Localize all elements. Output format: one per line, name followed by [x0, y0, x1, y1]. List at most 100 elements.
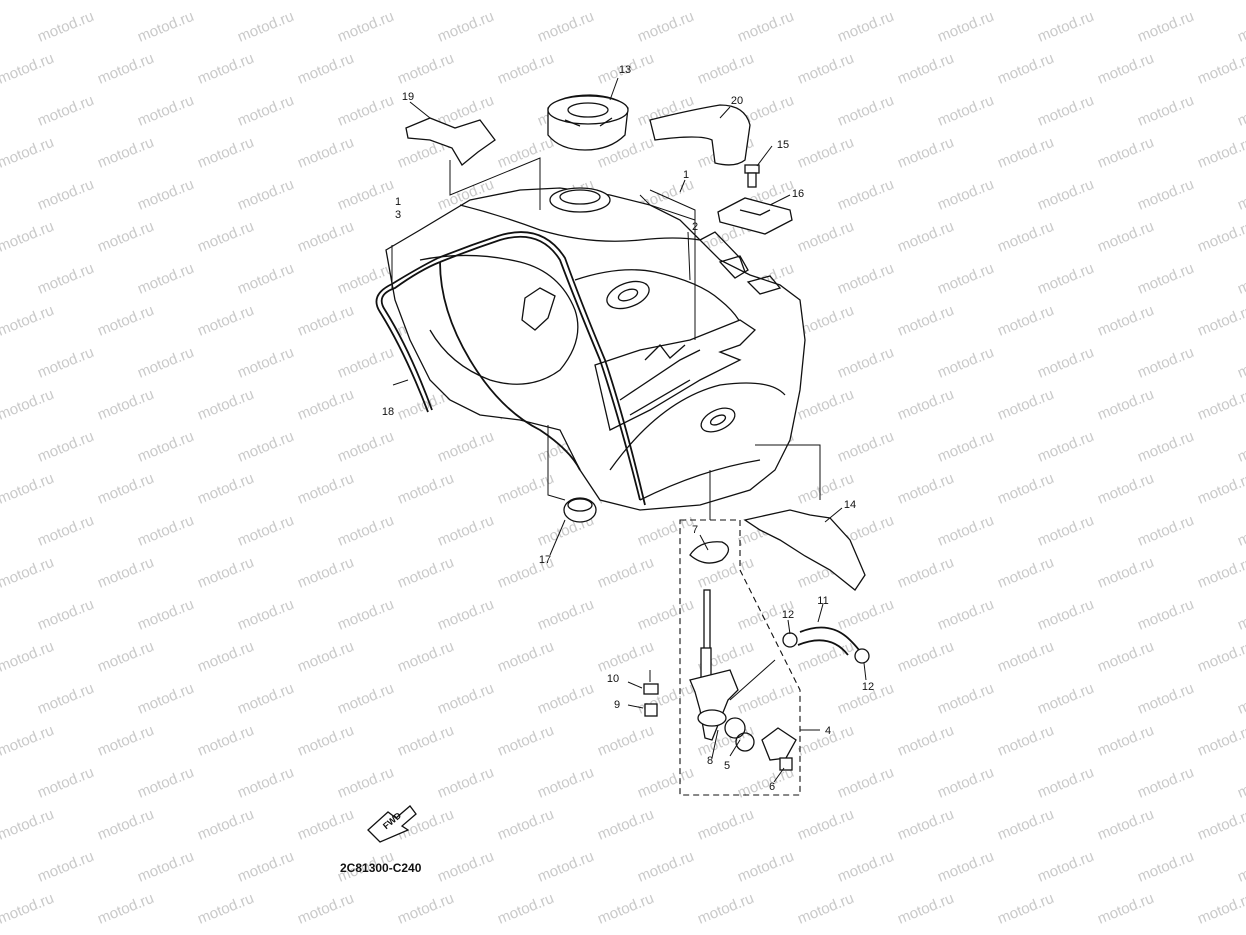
watermark-text: motod.ru	[1135, 344, 1196, 382]
watermark-text: motod.ru	[335, 764, 396, 802]
callout-4: 4	[825, 725, 831, 737]
watermark-text: motod.ru	[735, 8, 796, 46]
watermark-text: motod.ru	[935, 680, 996, 718]
watermark-text: motod.ru	[295, 218, 356, 256]
callout-12-upper: 12	[782, 609, 794, 621]
watermark-text: motod.ru	[635, 848, 696, 886]
watermark-text: motod.ru	[1035, 428, 1096, 466]
watermark-text: motod.ru	[835, 596, 896, 634]
watermark-text: motod.ru	[335, 596, 396, 634]
rubber-damper	[563, 497, 597, 523]
watermark-text: motod.ru	[195, 0, 256, 4]
watermark-text: motod.ru	[395, 50, 456, 88]
watermark-text: motod.ru	[1095, 302, 1156, 340]
watermark-text: motod.ru	[535, 8, 596, 46]
watermark-text: motod.ru	[495, 806, 556, 844]
diagram-code: 2C81300-C240	[340, 861, 422, 875]
watermark-text: motod.ru	[235, 8, 296, 46]
watermark-text: motod.ru	[1135, 680, 1196, 718]
watermark-text: motod.ru	[0, 638, 56, 676]
watermark-text: motod.ru	[95, 134, 156, 172]
watermark-text: motod.ru	[0, 386, 56, 424]
watermark-text: motod.ru	[695, 0, 756, 4]
watermark-text: motod.ru	[295, 0, 356, 4]
callout-labels: 13 19 20 15 16 1 1 3 2 18 17 14 7 11 12 …	[382, 64, 874, 793]
watermark-text: motod.ru	[1035, 8, 1096, 46]
damper-plate	[405, 117, 496, 166]
tank-seal	[375, 231, 646, 506]
watermark-text: motod.ru	[595, 638, 656, 676]
watermark-text: motod.ru	[335, 680, 396, 718]
fuel-cap	[547, 94, 629, 151]
callout-9: 9	[614, 699, 620, 711]
watermark-text: motod.ru	[1195, 218, 1246, 256]
watermark-text: motod.ru	[1035, 92, 1096, 130]
watermark-text: motod.ru	[95, 218, 156, 256]
watermark-text: motod.ru	[895, 134, 956, 172]
callout-18: 18	[382, 406, 394, 418]
callout-5: 5	[724, 760, 730, 772]
watermark-text: motod.ru	[1135, 92, 1196, 130]
callout-1: 1	[683, 169, 689, 181]
watermark-text: motod.ru	[1235, 680, 1246, 718]
leader-lines	[391, 157, 821, 796]
watermark-text: motod.ru	[235, 344, 296, 382]
watermark-text: motod.ru	[235, 176, 296, 214]
watermark-text: motod.ru	[435, 596, 496, 634]
watermark-text: motod.ru	[0, 302, 56, 340]
watermark-text: motod.ru	[835, 428, 896, 466]
watermark-text: motod.ru	[935, 848, 996, 886]
watermark-text: motod.ru	[1135, 260, 1196, 298]
gasket	[689, 541, 730, 564]
watermark-text: motod.ru	[435, 428, 496, 466]
watermark-text: motod.ru	[335, 8, 396, 46]
callout-2: 2	[692, 221, 698, 233]
watermark-text: motod.ru	[95, 386, 156, 424]
watermark-text: motod.ru	[1035, 848, 1096, 886]
watermark-text: motod.ru	[895, 0, 956, 4]
watermark-text: motod.ru	[495, 638, 556, 676]
watermark-text: motod.ru	[135, 344, 196, 382]
watermark-text: motod.ru	[835, 8, 896, 46]
watermark-text: motod.ru	[1095, 218, 1156, 256]
watermark-text: motod.ru	[895, 806, 956, 844]
watermark-text: motod.ru	[1095, 806, 1156, 844]
watermark-text: motod.ru	[195, 722, 256, 760]
watermark-text: motod.ru	[895, 386, 956, 424]
watermark-text: motod.ru	[1195, 302, 1246, 340]
watermark-text: motod.ru	[395, 890, 456, 928]
watermark-text: motod.ru	[195, 218, 256, 256]
watermark-text: motod.ru	[495, 470, 556, 508]
watermark-text: motod.ru	[135, 512, 196, 550]
watermark-text: motod.ru	[95, 302, 156, 340]
watermark-text: motod.ru	[135, 680, 196, 718]
watermark-text: motod.ru	[435, 680, 496, 718]
watermark-text: motod.ru	[1095, 0, 1156, 4]
watermark-text: motod.ru	[1235, 8, 1246, 46]
watermark-text: motod.ru	[1195, 386, 1246, 424]
callout-leaders	[392, 77, 867, 783]
watermark-text: motod.ru	[395, 470, 456, 508]
watermark-text: motod.ru	[195, 806, 256, 844]
watermark-text: motod.ru	[835, 176, 896, 214]
watermark-text: motod.ru	[735, 848, 796, 886]
watermark-text: motod.ru	[635, 764, 696, 802]
watermark-text: motod.ru	[1195, 722, 1246, 760]
watermark-text: motod.ru	[935, 764, 996, 802]
watermark-text: motod.ru	[835, 260, 896, 298]
watermark-text: motod.ru	[635, 512, 696, 550]
watermark-text: motod.ru	[435, 8, 496, 46]
watermark-text: motod.ru	[0, 806, 56, 844]
watermark-text: motod.ru	[895, 470, 956, 508]
watermark-text: motod.ru	[935, 176, 996, 214]
watermark-text: motod.ru	[935, 344, 996, 382]
watermark-text: motod.ru	[1095, 722, 1156, 760]
watermark-text: motod.ru	[1195, 638, 1246, 676]
watermark-text: motod.ru	[495, 0, 556, 4]
watermark-text: motod.ru	[295, 554, 356, 592]
watermark-text: motod.ru	[895, 722, 956, 760]
watermark-text: motod.ru	[235, 92, 296, 130]
watermark-text: motod.ru	[535, 596, 596, 634]
watermark-text: motod.ru	[595, 554, 656, 592]
